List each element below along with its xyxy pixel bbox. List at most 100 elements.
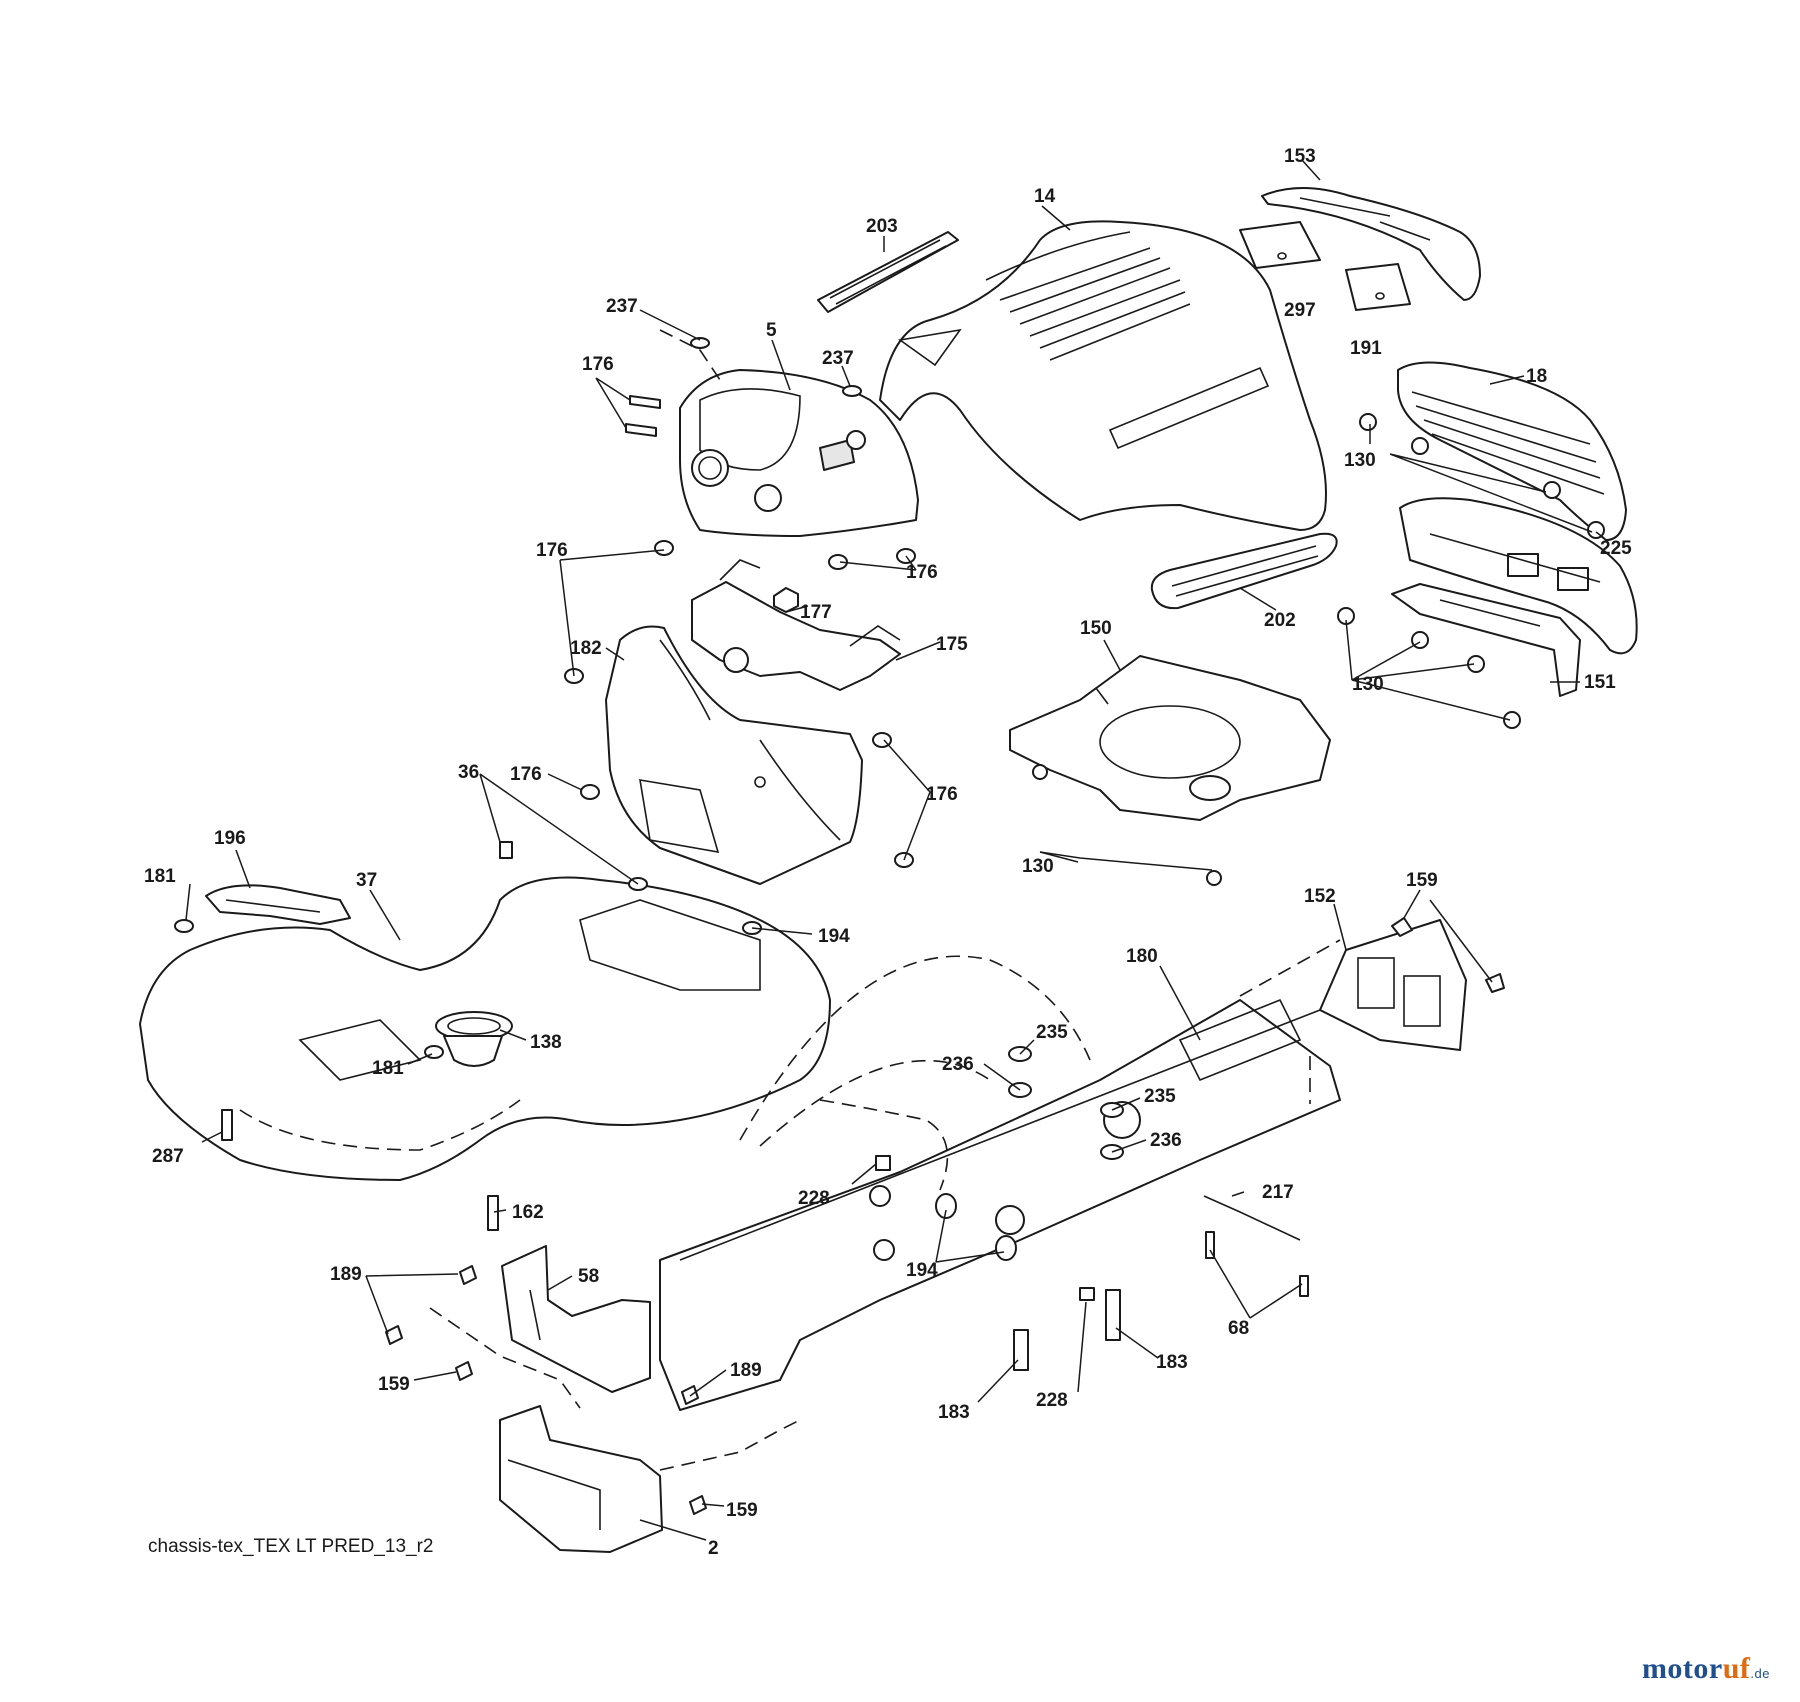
callout-228-b: 228 bbox=[1036, 1390, 1068, 1411]
part-182-dash-lower bbox=[605, 625, 863, 885]
fastener-162 bbox=[487, 1195, 499, 1231]
callout-189-b: 189 bbox=[730, 1360, 762, 1381]
callout-236-a: 236 bbox=[942, 1054, 974, 1075]
part-138-boot bbox=[435, 1011, 513, 1067]
cable-paths bbox=[429, 329, 1341, 1471]
callout-153: 153 bbox=[1284, 146, 1316, 167]
callout-237-b: 237 bbox=[822, 348, 854, 369]
rod-217 bbox=[1203, 1195, 1301, 1241]
fastener-176g bbox=[580, 784, 600, 800]
callout-189-a: 189 bbox=[330, 1264, 362, 1285]
fastener-237b bbox=[842, 385, 862, 397]
callout-159-c: 159 bbox=[726, 1500, 758, 1521]
callout-217: 217 bbox=[1262, 1182, 1294, 1203]
callout-labels: 153 14 203 297 191 237 5 237 176 18 130 … bbox=[144, 146, 1632, 1559]
callout-194-b: 194 bbox=[906, 1260, 938, 1281]
callout-235-b: 235 bbox=[1144, 1086, 1176, 1107]
fastener-130c bbox=[1543, 481, 1561, 499]
fastener-176c bbox=[654, 540, 674, 556]
callout-130-a: 130 bbox=[1344, 450, 1376, 471]
fastener-68b bbox=[1299, 1275, 1309, 1297]
callout-162: 162 bbox=[512, 1202, 544, 1223]
callout-177: 177 bbox=[800, 602, 832, 623]
callout-18: 18 bbox=[1526, 366, 1547, 387]
part-177-nut bbox=[773, 587, 799, 613]
callout-37: 37 bbox=[356, 870, 377, 891]
callout-287: 287 bbox=[152, 1146, 184, 1167]
callout-196: 196 bbox=[214, 828, 246, 849]
callout-181-b: 181 bbox=[372, 1058, 404, 1079]
fastener-189c bbox=[681, 1385, 699, 1405]
callout-176-a: 176 bbox=[582, 354, 614, 375]
fastener-194c bbox=[935, 1193, 957, 1219]
callout-150: 150 bbox=[1080, 618, 1112, 639]
fastener-183a bbox=[1105, 1289, 1121, 1341]
fastener-181a bbox=[174, 919, 194, 933]
callout-183-b: 183 bbox=[938, 1402, 970, 1423]
callout-68: 68 bbox=[1228, 1318, 1249, 1339]
part-175-bracket bbox=[691, 559, 901, 691]
callout-130-c: 130 bbox=[1352, 674, 1384, 695]
diagram-caption: chassis-tex_TEX LT PRED_13_r2 bbox=[148, 1536, 434, 1557]
fastener-130j bbox=[1206, 870, 1222, 886]
callout-138: 138 bbox=[530, 1032, 562, 1053]
fasteners bbox=[174, 337, 1605, 1515]
fastener-189a bbox=[459, 1265, 477, 1285]
fastener-130b bbox=[1411, 437, 1429, 455]
callout-202: 202 bbox=[1264, 610, 1296, 631]
callout-191: 191 bbox=[1350, 338, 1382, 359]
callout-176-b: 176 bbox=[906, 562, 938, 583]
callout-175: 175 bbox=[936, 634, 968, 655]
callout-297: 297 bbox=[1284, 300, 1316, 321]
callout-182: 182 bbox=[570, 638, 602, 659]
fastener-36 bbox=[499, 841, 513, 859]
part-297-pad bbox=[1239, 221, 1321, 269]
callout-159-b: 159 bbox=[378, 1374, 410, 1395]
fastener-159a bbox=[1391, 917, 1413, 937]
fastener-183b bbox=[1013, 1329, 1029, 1371]
callout-176-d: 176 bbox=[510, 764, 542, 785]
part-191-pad bbox=[1345, 263, 1411, 311]
part-151-bracket bbox=[1391, 583, 1581, 697]
callout-180: 180 bbox=[1126, 946, 1158, 967]
callout-159-a: 159 bbox=[1406, 870, 1438, 891]
fastener-130a bbox=[1359, 413, 1377, 431]
part-153-trim-bar bbox=[1261, 187, 1481, 301]
callout-58: 58 bbox=[578, 1266, 599, 1287]
callout-236-b: 236 bbox=[1150, 1130, 1182, 1151]
part-5-dash-panel bbox=[679, 369, 919, 537]
part-2-bracket bbox=[499, 1405, 663, 1553]
watermark-logo: motoruf.de bbox=[1642, 1652, 1770, 1686]
fastener-130g bbox=[1467, 655, 1485, 673]
fastener-176b bbox=[625, 423, 657, 437]
part-18-grille bbox=[1397, 361, 1627, 541]
fastener-159c bbox=[455, 1361, 473, 1381]
fastener-194d bbox=[995, 1235, 1017, 1261]
fastener-228a bbox=[875, 1155, 891, 1171]
fastener-237a bbox=[690, 337, 710, 349]
part-196-cover bbox=[205, 884, 351, 925]
part-203-vent-strip bbox=[817, 231, 959, 313]
callout-176-c: 176 bbox=[536, 540, 568, 561]
fastener-176a bbox=[629, 395, 661, 409]
callout-181-a: 181 bbox=[144, 866, 176, 887]
callout-194-a: 194 bbox=[818, 926, 850, 947]
part-14-hood bbox=[879, 220, 1327, 531]
watermark-accent: uf bbox=[1722, 1652, 1751, 1685]
part-152-plate bbox=[1319, 919, 1467, 1051]
callout-2: 2 bbox=[708, 1538, 719, 1559]
part-202-vent bbox=[1150, 532, 1338, 610]
fastener-189b bbox=[385, 1325, 403, 1345]
callout-176-e: 176 bbox=[926, 784, 958, 805]
fastener-159b bbox=[1485, 973, 1505, 993]
callout-228-a: 228 bbox=[798, 1188, 830, 1209]
callout-36: 36 bbox=[458, 762, 479, 783]
part-58-bracket bbox=[501, 1245, 651, 1393]
fastener-228b bbox=[1079, 1287, 1095, 1301]
fastener-130h bbox=[1503, 711, 1521, 729]
callout-183-a: 183 bbox=[1156, 1352, 1188, 1373]
fastener-287 bbox=[221, 1109, 233, 1141]
watermark-tld: .de bbox=[1750, 1666, 1770, 1681]
